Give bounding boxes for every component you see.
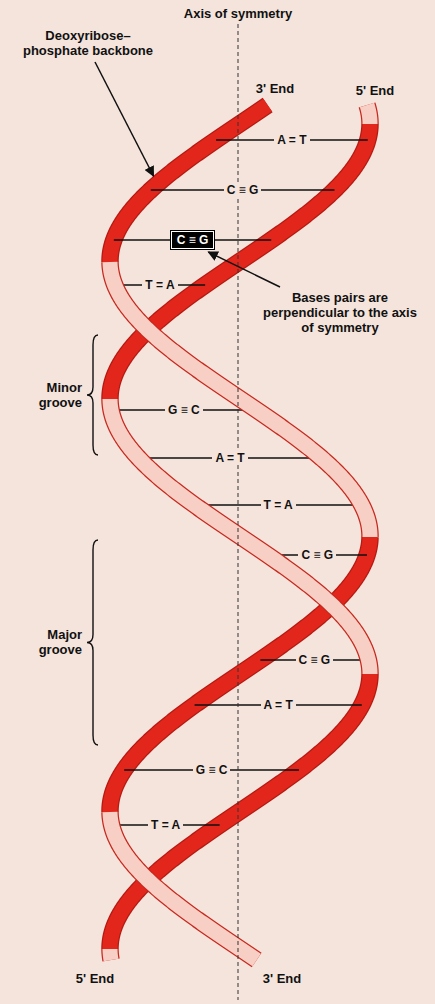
- ribbon-face: [110, 812, 257, 960]
- ribbon-face: [110, 537, 370, 812]
- ribbon-edge: [110, 105, 268, 262]
- backbone-ribbon: [367, 105, 370, 124]
- backbone-ribbon: [110, 105, 268, 262]
- ribbon-edge: [367, 105, 370, 124]
- base-pair-label: C ≡ G: [298, 548, 336, 562]
- base-pair-label: A = T: [261, 698, 296, 712]
- back-ribbons: [110, 105, 370, 949]
- backbone-ribbon: [110, 812, 257, 960]
- base-pair-lines: [111, 140, 368, 825]
- groove-label: Major groove: [12, 627, 82, 657]
- backbone-ribbon: [110, 399, 370, 674]
- ribbon-edge: [110, 812, 257, 960]
- base-pair-label: A = T: [212, 451, 247, 465]
- ribbon-edge: [110, 124, 370, 399]
- backbone-ribbon: [110, 949, 111, 960]
- leader-arrow: [208, 252, 280, 287]
- ribbon-face: [110, 399, 370, 674]
- leader-lines: [95, 62, 280, 287]
- backbone-ribbon: [110, 537, 370, 812]
- base-pair-text: C ≡ G: [177, 233, 209, 247]
- base-pair-label: G ≡ C: [165, 403, 203, 417]
- ribbon-face: [367, 105, 370, 124]
- backbone-ribbon: [110, 124, 370, 399]
- end-label: 3' End: [256, 81, 295, 96]
- end-label: 5' End: [356, 83, 395, 98]
- ribbon-edge: [110, 949, 111, 960]
- ribbon-face: [110, 674, 370, 949]
- symmetry-axis: [238, 24, 239, 1000]
- base-pair-label: T = A: [142, 278, 177, 292]
- axis-label: Axis of symmetry: [184, 6, 292, 21]
- ribbon-face: [110, 949, 111, 960]
- base-pair-label: C ≡ G: [296, 653, 334, 667]
- ribbon-edge: [110, 399, 370, 674]
- callout-text: Bases pairs are perpendicular to the axi…: [262, 290, 418, 335]
- leader-arrow: [95, 62, 153, 176]
- base-pair-label: T = A: [261, 498, 296, 512]
- highlighted-base-pair: C ≡ G: [171, 231, 215, 249]
- ribbon-edge: [110, 674, 370, 949]
- end-label: 5' End: [76, 971, 115, 986]
- backbone-ribbon: [110, 674, 370, 949]
- ribbon-edge: [110, 537, 370, 812]
- base-pair-label: C ≡ G: [224, 183, 262, 197]
- base-pair-label: A = T: [274, 133, 309, 147]
- groove-label: Minor groove: [12, 380, 82, 410]
- groove-brackets: [87, 335, 98, 745]
- base-pair-label: G ≡ C: [193, 763, 231, 777]
- groove-bracket: [87, 335, 98, 455]
- groove-bracket: [87, 540, 98, 745]
- backbone-label: Deoxyribose–phosphate backbone: [18, 28, 158, 58]
- front-ribbons: [110, 105, 370, 960]
- end-label: 3' End: [263, 971, 302, 986]
- ribbon-face: [110, 124, 370, 399]
- ribbon-face: [110, 105, 268, 262]
- base-pair-label: T = A: [148, 818, 183, 832]
